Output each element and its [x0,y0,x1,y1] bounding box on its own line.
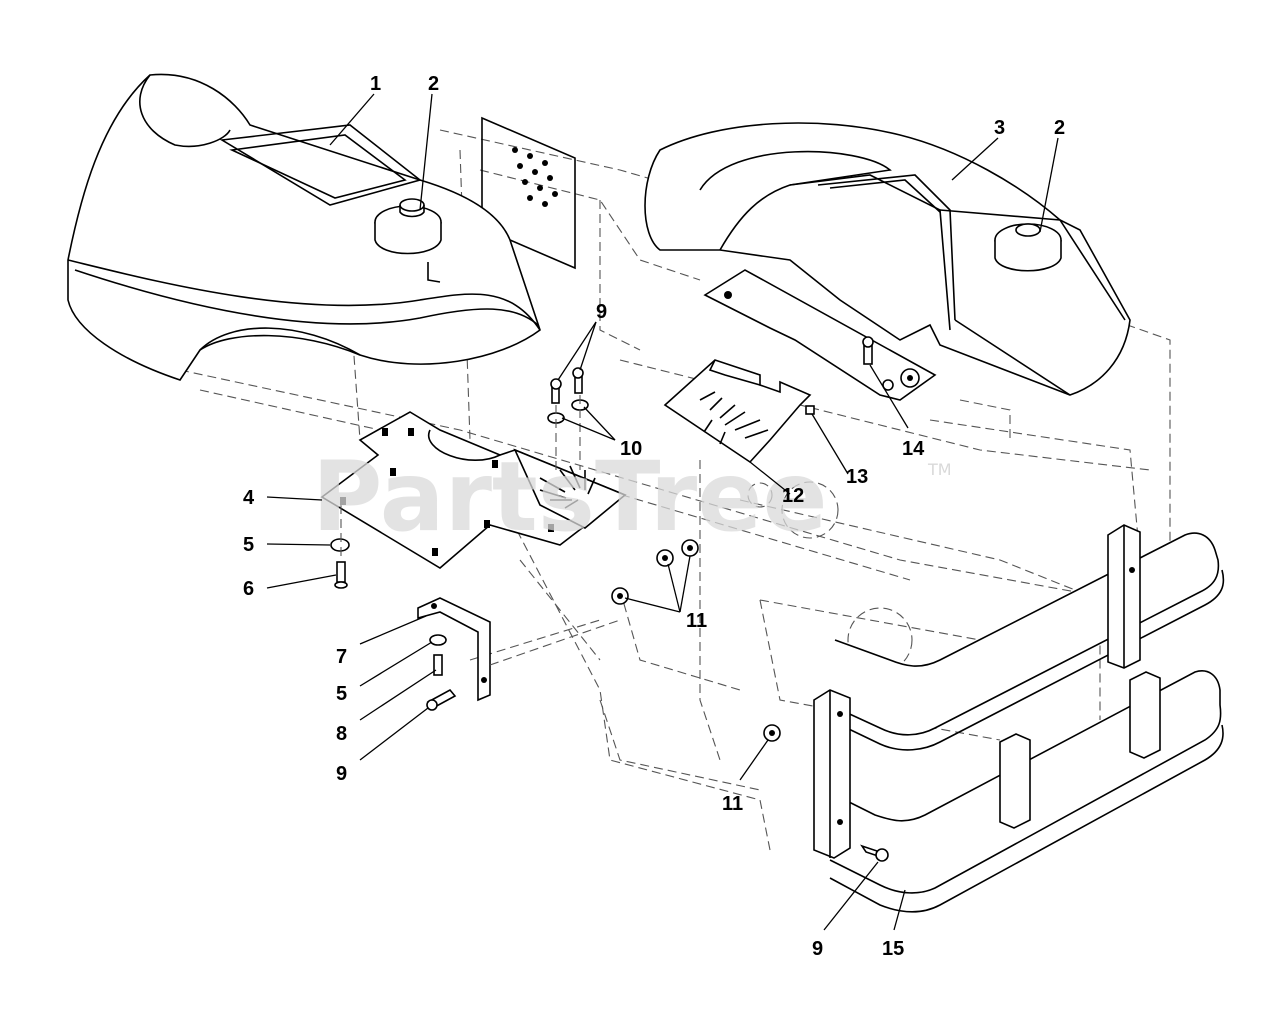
callout-14: 14 [902,438,925,460]
callout-10: 10 [620,438,642,460]
callout-11-center: 11 [686,610,707,632]
nuts-11 [611,539,781,742]
leader-lines [266,93,1059,931]
callout-8: 8 [336,723,347,745]
watermark-text: PartsTree [312,441,827,553]
callout-4: 4 [243,487,255,509]
l-bracket-7 [417,597,621,711]
callout-1: 1 [370,73,381,95]
watermark-trademark: TM [927,460,952,479]
callout-6: 6 [243,578,254,600]
left-fender-tank [67,73,541,381]
callout-7: 7 [336,646,347,668]
callout-9-left: 9 [336,763,347,785]
callout-labels: 1 2 3 2 4 5 6 7 5 8 9 9 10 11 11 12 13 1… [243,73,1065,960]
washer-and-bolt-left [330,505,350,589]
left-floor-plate [320,411,627,569]
callout-3: 3 [994,117,1005,139]
callout-5-upper: 5 [243,534,254,556]
callout-15: 15 [882,938,904,960]
callout-9-top: 9 [596,301,607,323]
right-fender-tank [644,122,1131,396]
bumper-15 [813,524,1225,913]
callout-13: 13 [846,466,868,488]
partstree-watermark: PartsTree TM [312,441,952,553]
right-floor-plate [663,359,815,464]
callout-11-lower: 11 [722,793,743,815]
callout-12: 12 [782,485,804,507]
callout-9-bottom: 9 [812,938,823,960]
bolts-and-washers-10 [547,367,589,470]
callout-2-left: 2 [428,73,439,95]
vertical-plate [481,116,576,270]
callout-5-lower: 5 [336,683,347,705]
callout-2-right: 2 [1054,117,1065,139]
